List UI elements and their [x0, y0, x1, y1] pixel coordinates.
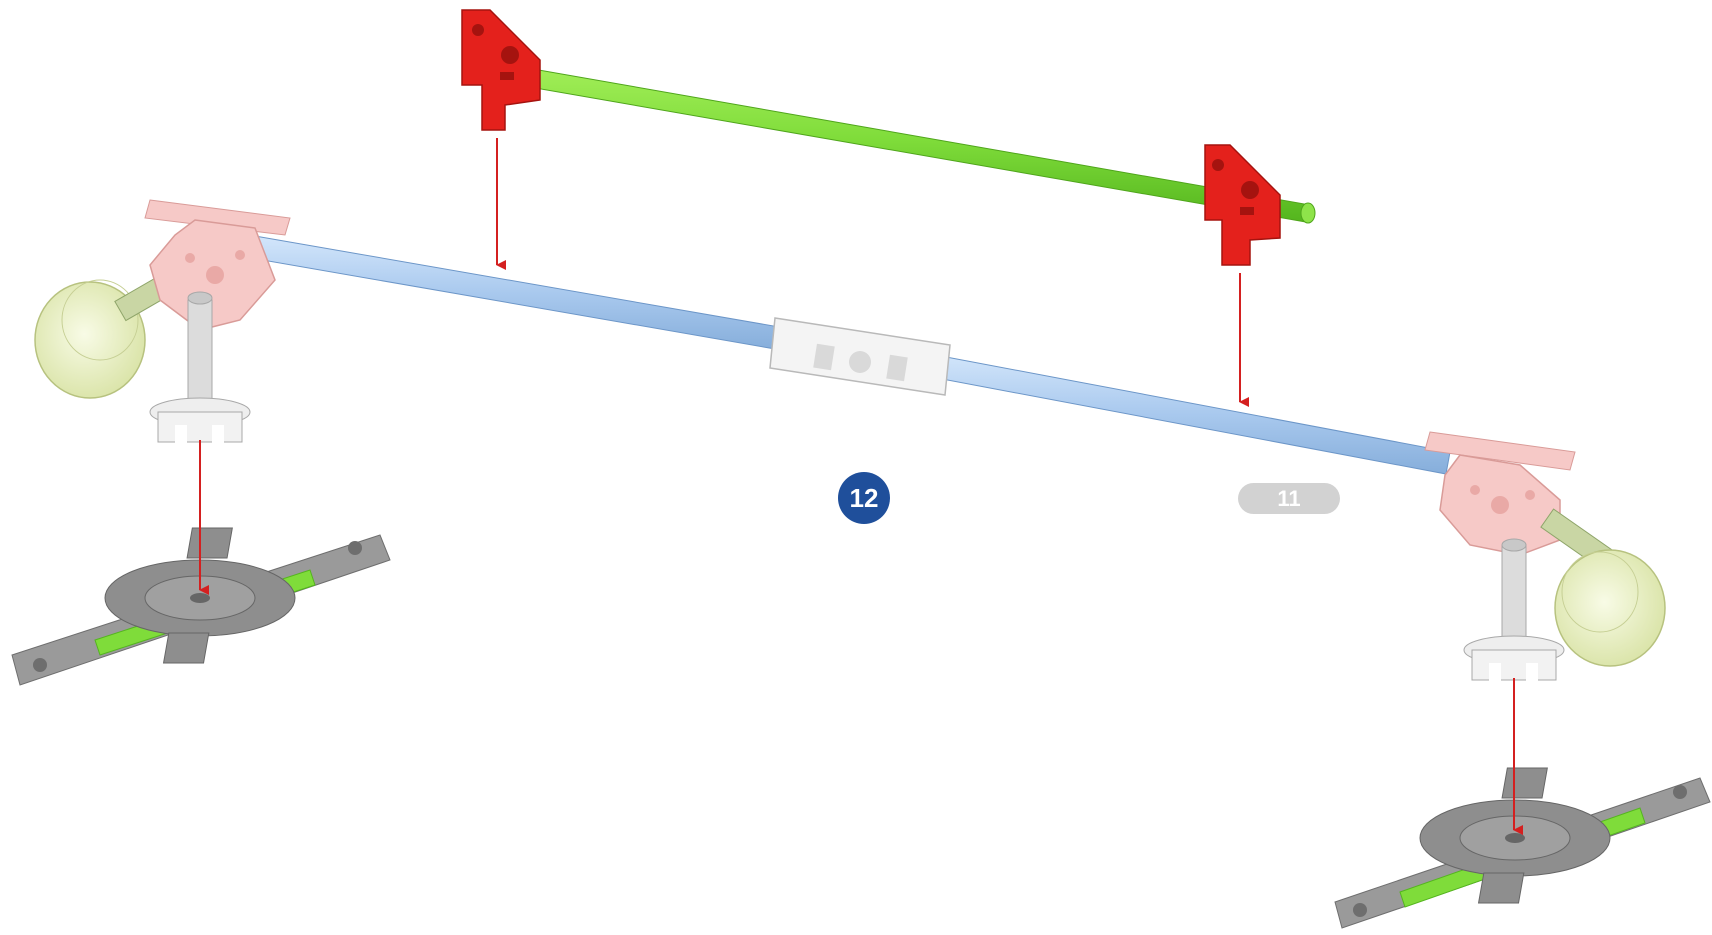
post-right — [1502, 545, 1526, 650]
blue-rod-right — [921, 353, 1450, 474]
right-corner-assembly — [1425, 432, 1665, 683]
step-number-badge: 12 — [838, 472, 890, 524]
red-connector-right — [1205, 145, 1280, 265]
white-spacer-left — [150, 398, 250, 445]
red-connector-left — [462, 10, 540, 130]
green-rod — [466, 58, 1310, 222]
pink-connector-right — [1425, 432, 1575, 555]
blue-rod-left — [251, 236, 785, 350]
gray-rod-base-right — [1335, 768, 1710, 928]
white-center-coupler — [770, 318, 950, 395]
blue-rod-assembly — [251, 236, 1450, 474]
wheel-right — [1555, 550, 1665, 666]
previous-step-badge: 11 — [1238, 483, 1340, 514]
pink-connector-left — [145, 200, 290, 330]
green-rod-with-red-connectors — [462, 10, 1315, 265]
white-spacer-right — [1464, 636, 1564, 683]
left-corner-assembly — [35, 200, 290, 445]
